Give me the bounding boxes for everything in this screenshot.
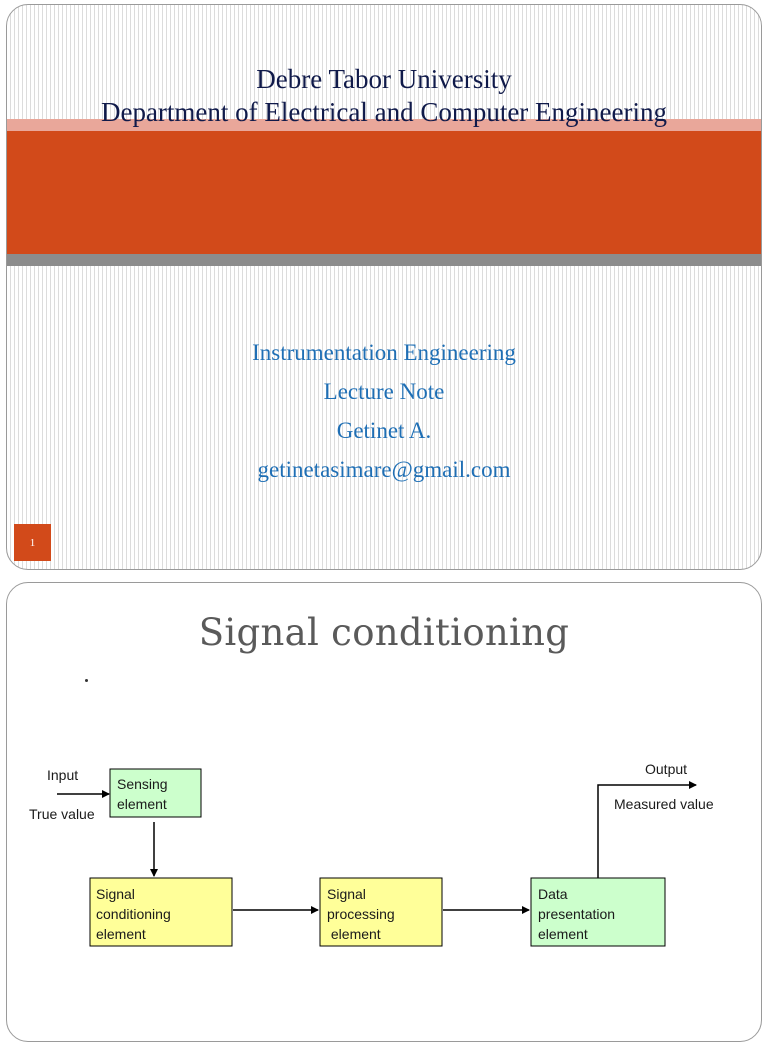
presentation-box-line2: presentation <box>538 906 615 922</box>
author-name: Getinet A. <box>336 418 432 443</box>
signal-conditioning-slide: Signal conditioning . Input True value S… <box>6 582 762 1042</box>
header-band-light <box>7 119 761 131</box>
conditioning-box-line2: conditioning <box>96 906 171 922</box>
presentation-box-line3: element <box>538 926 588 942</box>
title-slide: Debre Tabor University Department of Ele… <box>6 4 762 570</box>
slide-title: Signal conditioning <box>198 611 570 654</box>
header-band-gray <box>7 254 761 266</box>
document-type: Lecture Note <box>323 379 445 404</box>
slide-subtitle-block: Instrumentation Engineering Lecture Note… <box>7 333 761 489</box>
university-name: Debre Tabor University <box>256 64 512 94</box>
true-value-label: True value <box>29 806 95 822</box>
measurement-system-diagram: Input True value Sensing element Signal … <box>29 761 714 947</box>
author-email: getinetasimare@gmail.com <box>257 457 511 482</box>
signal-conditioning-box <box>89 877 233 947</box>
processing-box-line1: Signal <box>327 886 366 902</box>
output-arrow <box>597 781 697 878</box>
department-name: Department of Electrical and Computer En… <box>100 97 668 127</box>
conditioning-box-line3: element <box>96 926 146 942</box>
sensing-box-line2: element <box>117 796 167 812</box>
bullet-dot: . <box>85 679 88 682</box>
sensing-box-line1: Sensing <box>117 776 168 792</box>
measured-value-label: Measured value <box>614 796 714 812</box>
output-label: Output <box>645 761 687 777</box>
course-name: Instrumentation Engineering <box>252 340 516 365</box>
presentation-box-line1: Data <box>538 886 568 902</box>
signal-processing-box <box>319 877 443 947</box>
processing-box-line3: element <box>327 926 381 942</box>
conditioning-box-line1: Signal <box>96 886 135 902</box>
sensing-element-box <box>109 768 202 818</box>
slide-title-block: Debre Tabor University Department of Ele… <box>7 63 761 129</box>
input-label: Input <box>47 767 78 783</box>
header-band-accent <box>7 131 761 254</box>
processing-box-line2: processing <box>327 906 395 922</box>
page-number-badge: 1 <box>14 524 51 561</box>
data-presentation-box <box>530 877 666 947</box>
